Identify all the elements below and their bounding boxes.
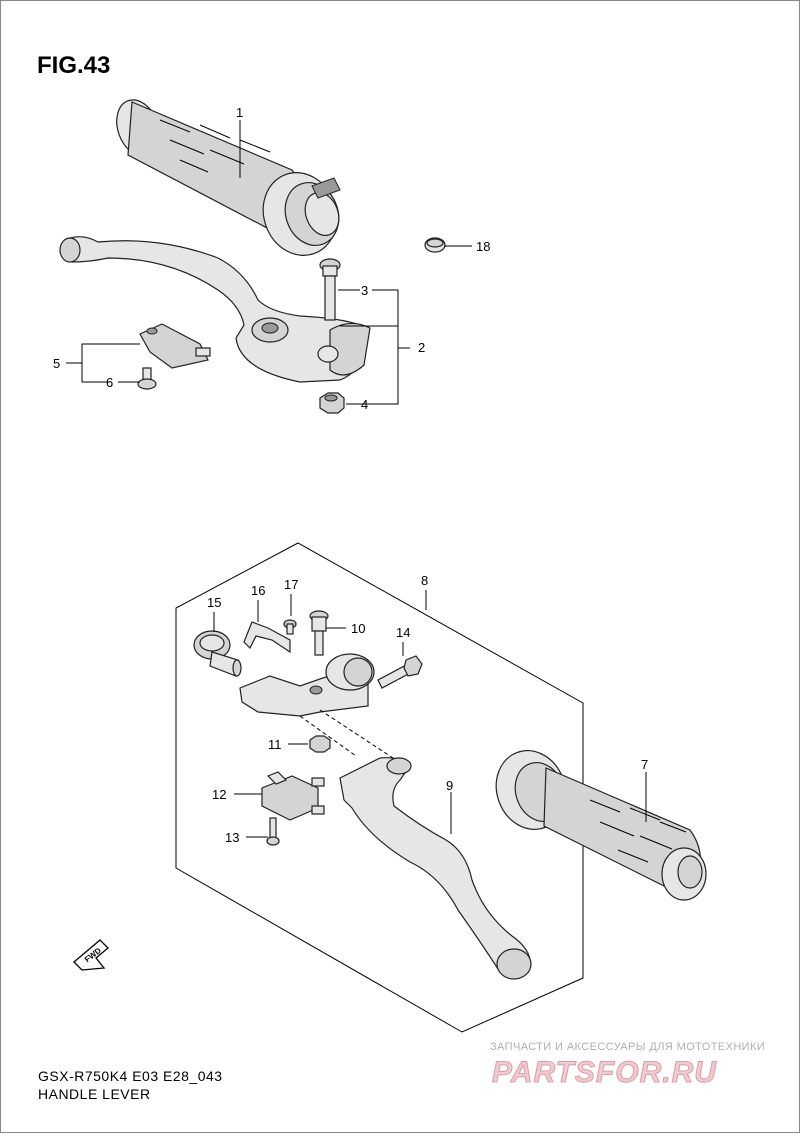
figure-label: FIG.43 bbox=[37, 52, 110, 79]
holder-nut-part bbox=[309, 735, 331, 753]
part-number-14: 14 bbox=[396, 625, 410, 640]
brake-switch-part bbox=[139, 323, 211, 369]
part-number-5: 5 bbox=[53, 356, 60, 371]
part-number-3: 3 bbox=[361, 283, 368, 298]
watermark-brand: PARTSFOR.RU bbox=[492, 1056, 717, 1089]
throttle-grip-part bbox=[116, 99, 341, 256]
part-number-12: 12 bbox=[212, 787, 226, 802]
part-number-7: 7 bbox=[641, 757, 648, 772]
clutch-switch-part bbox=[261, 771, 325, 821]
leader-5 bbox=[66, 343, 140, 383]
pivot-bolt-part bbox=[319, 258, 341, 321]
brake-lever-part bbox=[59, 236, 371, 383]
left-grip-part bbox=[495, 750, 707, 901]
part-number-16: 16 bbox=[251, 583, 265, 598]
part-number-9: 9 bbox=[446, 778, 453, 793]
small-screw-part bbox=[283, 619, 297, 635]
leader-dashed bbox=[299, 709, 397, 761]
adjuster-part bbox=[193, 630, 242, 677]
clutch-lever-part bbox=[339, 757, 532, 980]
cap-part bbox=[424, 237, 446, 253]
clutch-pivot-bolt-part bbox=[309, 610, 329, 656]
nut-part bbox=[319, 392, 345, 414]
part-number-8: 8 bbox=[421, 573, 428, 588]
part-number-4: 4 bbox=[361, 397, 368, 412]
part-number-17: 17 bbox=[284, 577, 298, 592]
assembly-boundary bbox=[175, 542, 584, 1033]
part-number-15: 15 bbox=[207, 595, 221, 610]
part-number-1: 1 bbox=[236, 105, 243, 120]
part-number-2: 2 bbox=[418, 340, 425, 355]
diagram-title: HANDLE LEVER bbox=[38, 1086, 151, 1102]
holder-bolt-part bbox=[377, 655, 423, 689]
lever-holder-part bbox=[239, 653, 375, 717]
part-number-13: 13 bbox=[225, 830, 239, 845]
fwd-arrow-icon: FWD bbox=[73, 939, 109, 971]
part-number-6: 6 bbox=[106, 375, 113, 390]
part-number-10: 10 bbox=[351, 621, 365, 636]
watermark-tagline: ЗАПЧАСТИ И АКСЕССУАРЫ ДЛЯ МОТОТЕХНИКИ bbox=[490, 1041, 765, 1053]
model-code: GSX-R750K4 E03 E28_043 bbox=[38, 1068, 223, 1084]
switch-screw-part bbox=[137, 367, 157, 390]
clutch-switch-screw-part bbox=[266, 817, 280, 846]
leader-2-3-4 bbox=[338, 289, 410, 405]
part-number-11: 11 bbox=[268, 737, 282, 752]
part-number-18: 18 bbox=[476, 239, 490, 254]
spring-part bbox=[243, 621, 291, 654]
